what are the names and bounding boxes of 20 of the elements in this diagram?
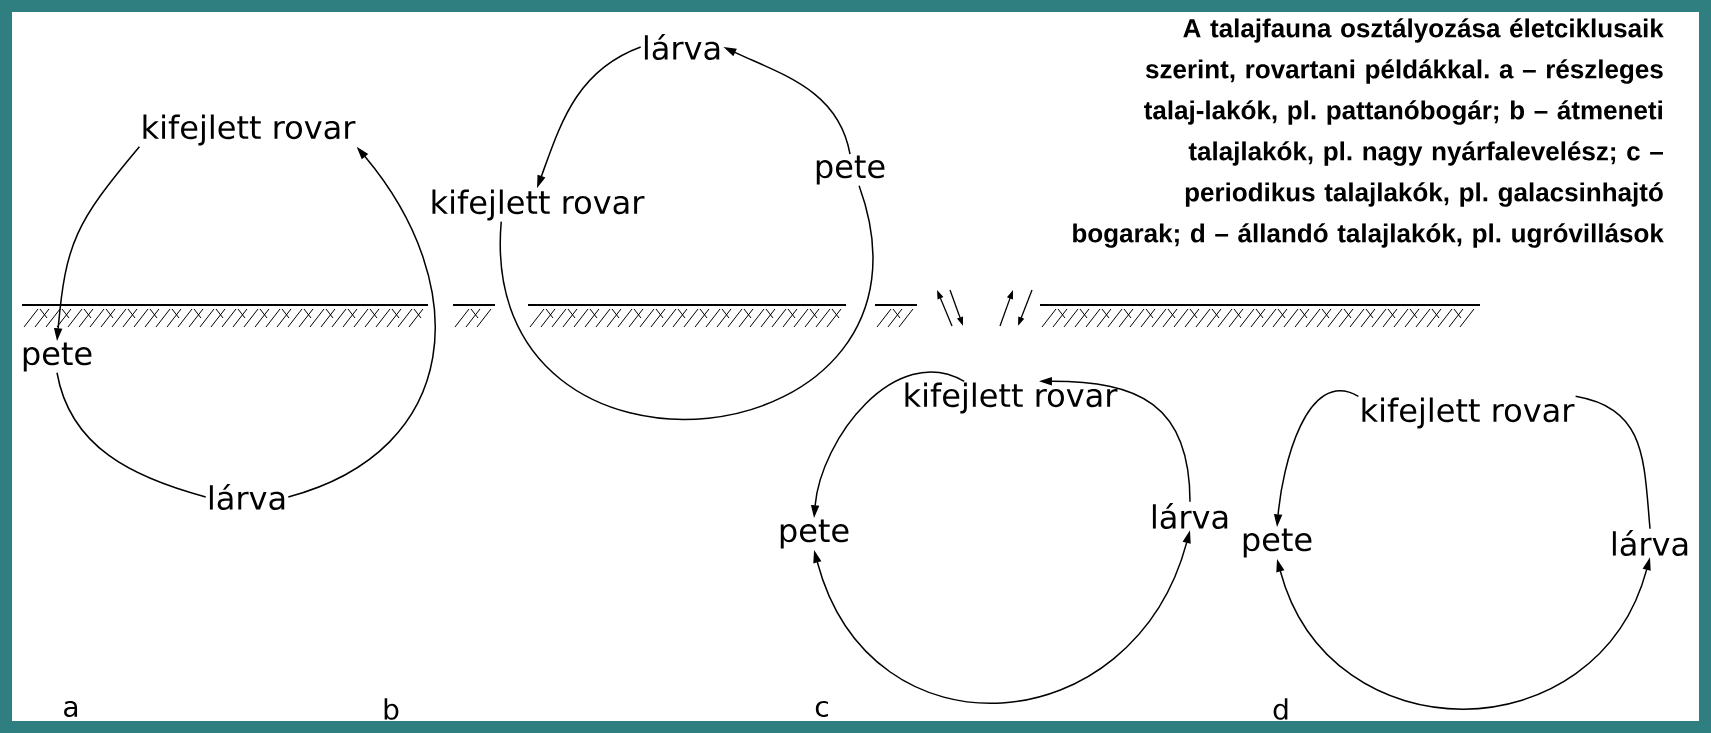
panel-letter: d [1273, 698, 1288, 720]
stage-label: kifejlett rovar [1362, 397, 1575, 429]
stage-label: kifejlett rovar [143, 114, 356, 146]
caption: A talajfauna osztályozása életciklusaik szerint, rovartani példákkal. a – részleges talaj-lakók, pl. pattanóbogár; b – átmeneti talajlakók, pl. nagy nyárfalevelész; c – periodikus talajlakók, pl. galacsinhajtó bogarak; d – állandó talajlakók, pl. ugróvillások [1073, 18, 1664, 248]
stage-label: pete [816, 155, 885, 185]
stage-label: lárva [1612, 529, 1688, 556]
stage-label: pete [780, 519, 849, 549]
panel-letter: b [384, 698, 399, 720]
stage-label: lárva [644, 33, 720, 60]
cycle-arc [1574, 395, 1651, 530]
cycle-arc [56, 372, 207, 498]
stage-label: kifejlett rovar [432, 189, 645, 221]
stage-label: lárva [1152, 502, 1228, 529]
stage-label: lárva [209, 483, 285, 510]
stage-label: pete [23, 342, 92, 372]
cycle-arc [500, 185, 874, 419]
stage-label: pete [1243, 528, 1312, 558]
panel-letter: a [64, 700, 78, 717]
stage-label: kifejlett rovar [905, 382, 1118, 414]
panel-letter: c [815, 700, 828, 717]
